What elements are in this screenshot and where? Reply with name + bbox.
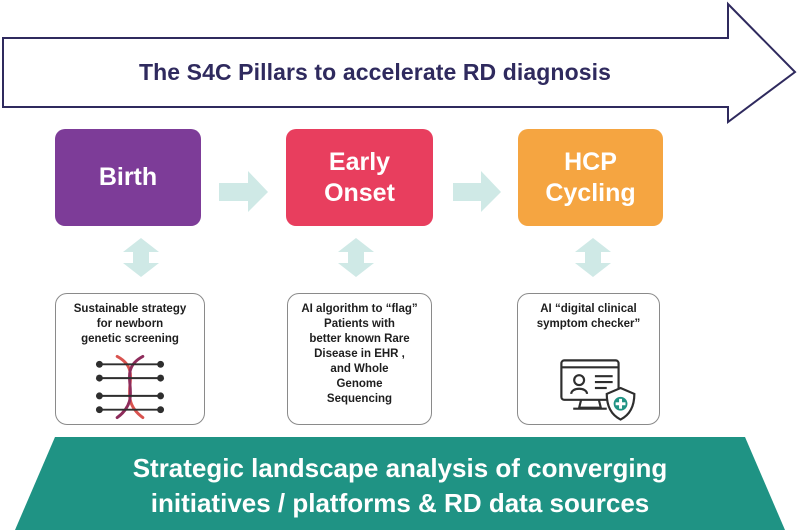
card-text: AI algorithm to “flag” Patients with bet… [301,303,418,405]
pillar-early-onset: Early Onset [286,129,433,226]
banner-title: The S4C Pillars to accelerate RD diagnos… [138,58,612,85]
card-newborn-screening: Sustainable strategy for newborn genetic… [55,293,205,425]
telemedicine-monitor-icon [560,359,636,421]
right-arrow-icon [453,171,501,212]
double-arrow-vertical-icon [338,238,374,277]
card-text: Sustainable strategy for newborn genetic… [73,303,187,345]
pillar-label: Onset [324,178,395,207]
dna-icon [95,354,165,420]
double-arrow-vertical-icon [123,238,159,277]
pillar-label: Early [328,147,391,176]
right-arrow-icon [219,171,268,212]
card-symptom-checker: AI “digital clinical symptom checker” [517,293,660,425]
pillar-label: Cycling [545,178,636,207]
pillar-label: Birth [98,163,158,191]
pillar-label: HCP [564,147,617,176]
card-ai-flag-algorithm: AI algorithm to “flag” Patients with bet… [287,293,432,425]
pillar-hcp-cycling: HCP Cycling [518,129,663,226]
pillar-birth: Birth [55,129,201,226]
card-text: AI “digital clinical symptom checker” [536,303,641,330]
double-arrow-vertical-icon [575,238,611,277]
footer-text: Strategic landscape analysis of convergi… [132,453,668,518]
